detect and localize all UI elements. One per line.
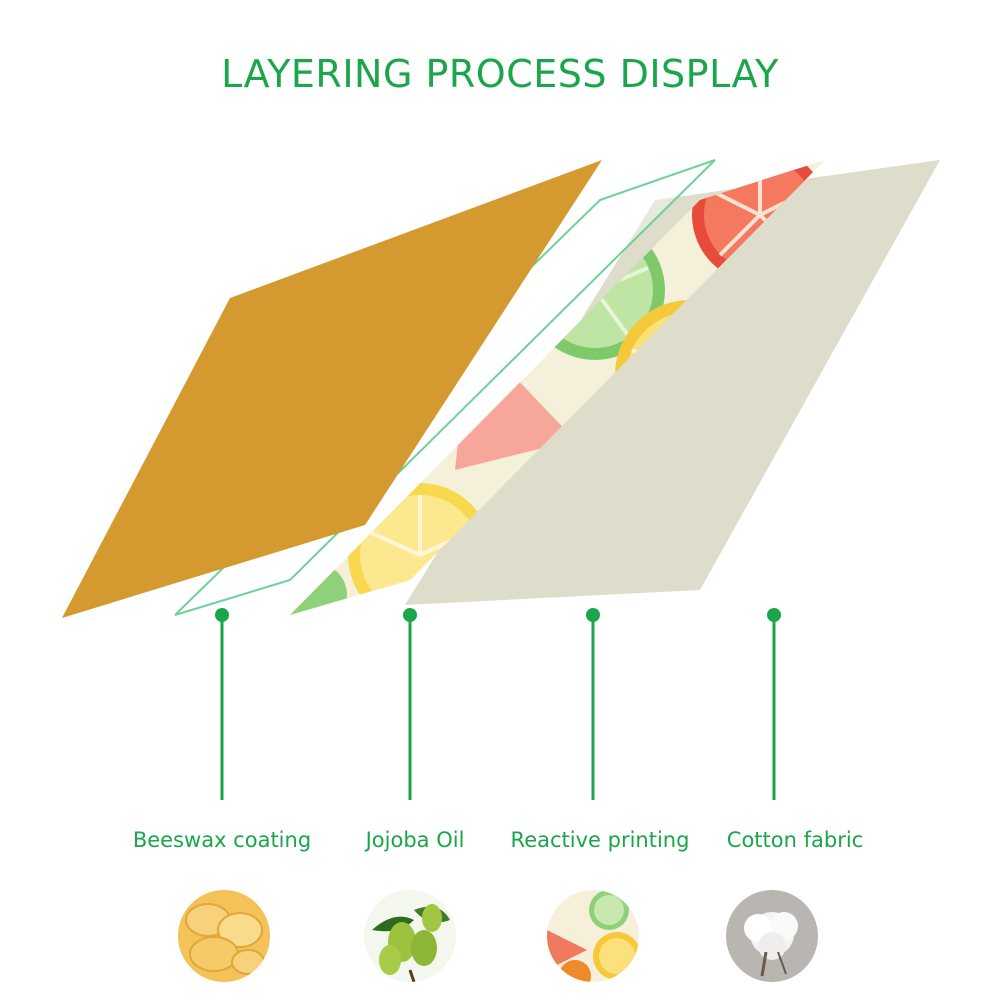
callout-jojoba xyxy=(403,608,417,800)
label-reactive-printing: Reactive printing xyxy=(510,828,690,852)
label-beeswax-coating: Beeswax coating xyxy=(132,828,312,852)
cotton-flower-icon xyxy=(726,890,818,982)
jojoba-beans-icon xyxy=(364,890,456,982)
label-jojoba-oil: Jojoba Oil xyxy=(365,828,465,852)
callout-beeswax xyxy=(215,608,229,800)
citrus-print-icon xyxy=(547,890,639,982)
beeswax-coating-layer xyxy=(62,160,602,618)
cotton-fabric-layer xyxy=(405,160,940,605)
page-title: LAYERING PROCESS DISPLAY xyxy=(221,52,779,96)
beeswax-pellets-icon xyxy=(178,890,270,982)
callout-cotton xyxy=(767,608,781,800)
label-cotton-fabric: Cotton fabric xyxy=(726,828,864,852)
callout-printing xyxy=(586,608,600,800)
